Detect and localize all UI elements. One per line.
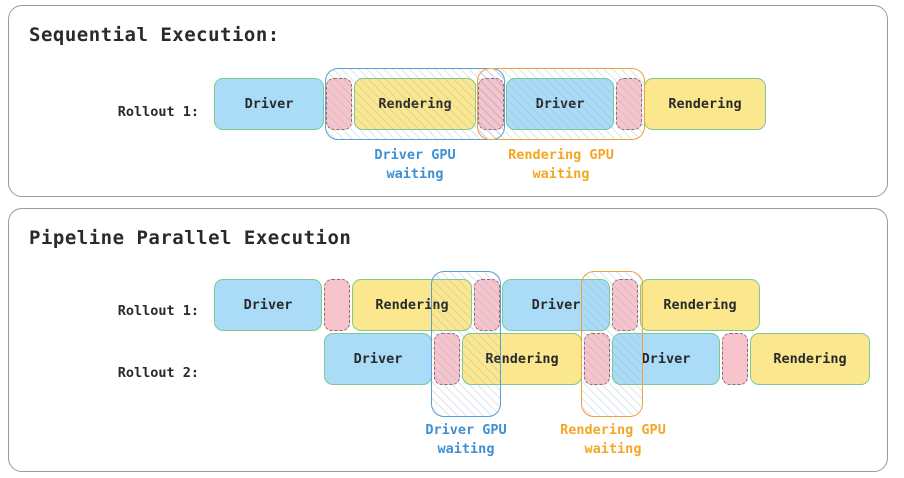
caption-rendering-gpu-waiting: Rendering GPU waiting (481, 146, 641, 184)
block-gap (612, 279, 638, 331)
block-driver: Driver (506, 78, 614, 130)
block-driver: Driver (214, 78, 324, 130)
caption-line-1: Driver GPU (374, 147, 456, 163)
row-label-pipeline-rollout-2: Rollout 2: (117, 365, 199, 381)
caption-driver-gpu-waiting: Driver GPU waiting (335, 146, 495, 184)
block-rendering: Rendering (354, 78, 476, 130)
panel-sequential-execution: Sequential Execution: Rollout 1: Driver … (8, 5, 888, 197)
block-gap (324, 279, 350, 331)
block-rendering: Rendering (750, 333, 870, 385)
block-gap (434, 333, 460, 385)
caption-line-1: Rendering GPU (508, 147, 614, 163)
block-gap (584, 333, 610, 385)
block-rendering: Rendering (644, 78, 766, 130)
panel-title-sequential: Sequential Execution: (29, 24, 280, 46)
row-label-pipeline-rollout-1: Rollout 1: (117, 303, 199, 319)
caption-line-1: Rendering GPU (560, 422, 666, 438)
caption-line-1: Driver GPU (425, 422, 507, 438)
block-rendering: Rendering (462, 333, 582, 385)
block-gap (478, 78, 504, 130)
caption-line-2: waiting (437, 441, 495, 457)
caption-line-2: waiting (532, 166, 590, 182)
row-label-sequential-rollout-1: Rollout 1: (117, 104, 199, 120)
panel-title-pipeline: Pipeline Parallel Execution (29, 227, 352, 249)
caption-driver-gpu-waiting: Driver GPU waiting (386, 421, 546, 459)
caption-line-2: waiting (584, 441, 642, 457)
block-driver: Driver (502, 279, 610, 331)
block-gap (326, 78, 352, 130)
block-driver: Driver (214, 279, 322, 331)
block-rendering: Rendering (352, 279, 472, 331)
block-driver: Driver (612, 333, 720, 385)
caption-line-2: waiting (386, 166, 444, 182)
block-gap (722, 333, 748, 385)
block-rendering: Rendering (640, 279, 760, 331)
block-gap (616, 78, 642, 130)
block-gap (474, 279, 500, 331)
caption-rendering-gpu-waiting: Rendering GPU waiting (533, 421, 693, 459)
panel-pipeline-parallel-execution: Pipeline Parallel Execution Rollout 1: R… (8, 208, 888, 472)
block-driver: Driver (324, 333, 432, 385)
